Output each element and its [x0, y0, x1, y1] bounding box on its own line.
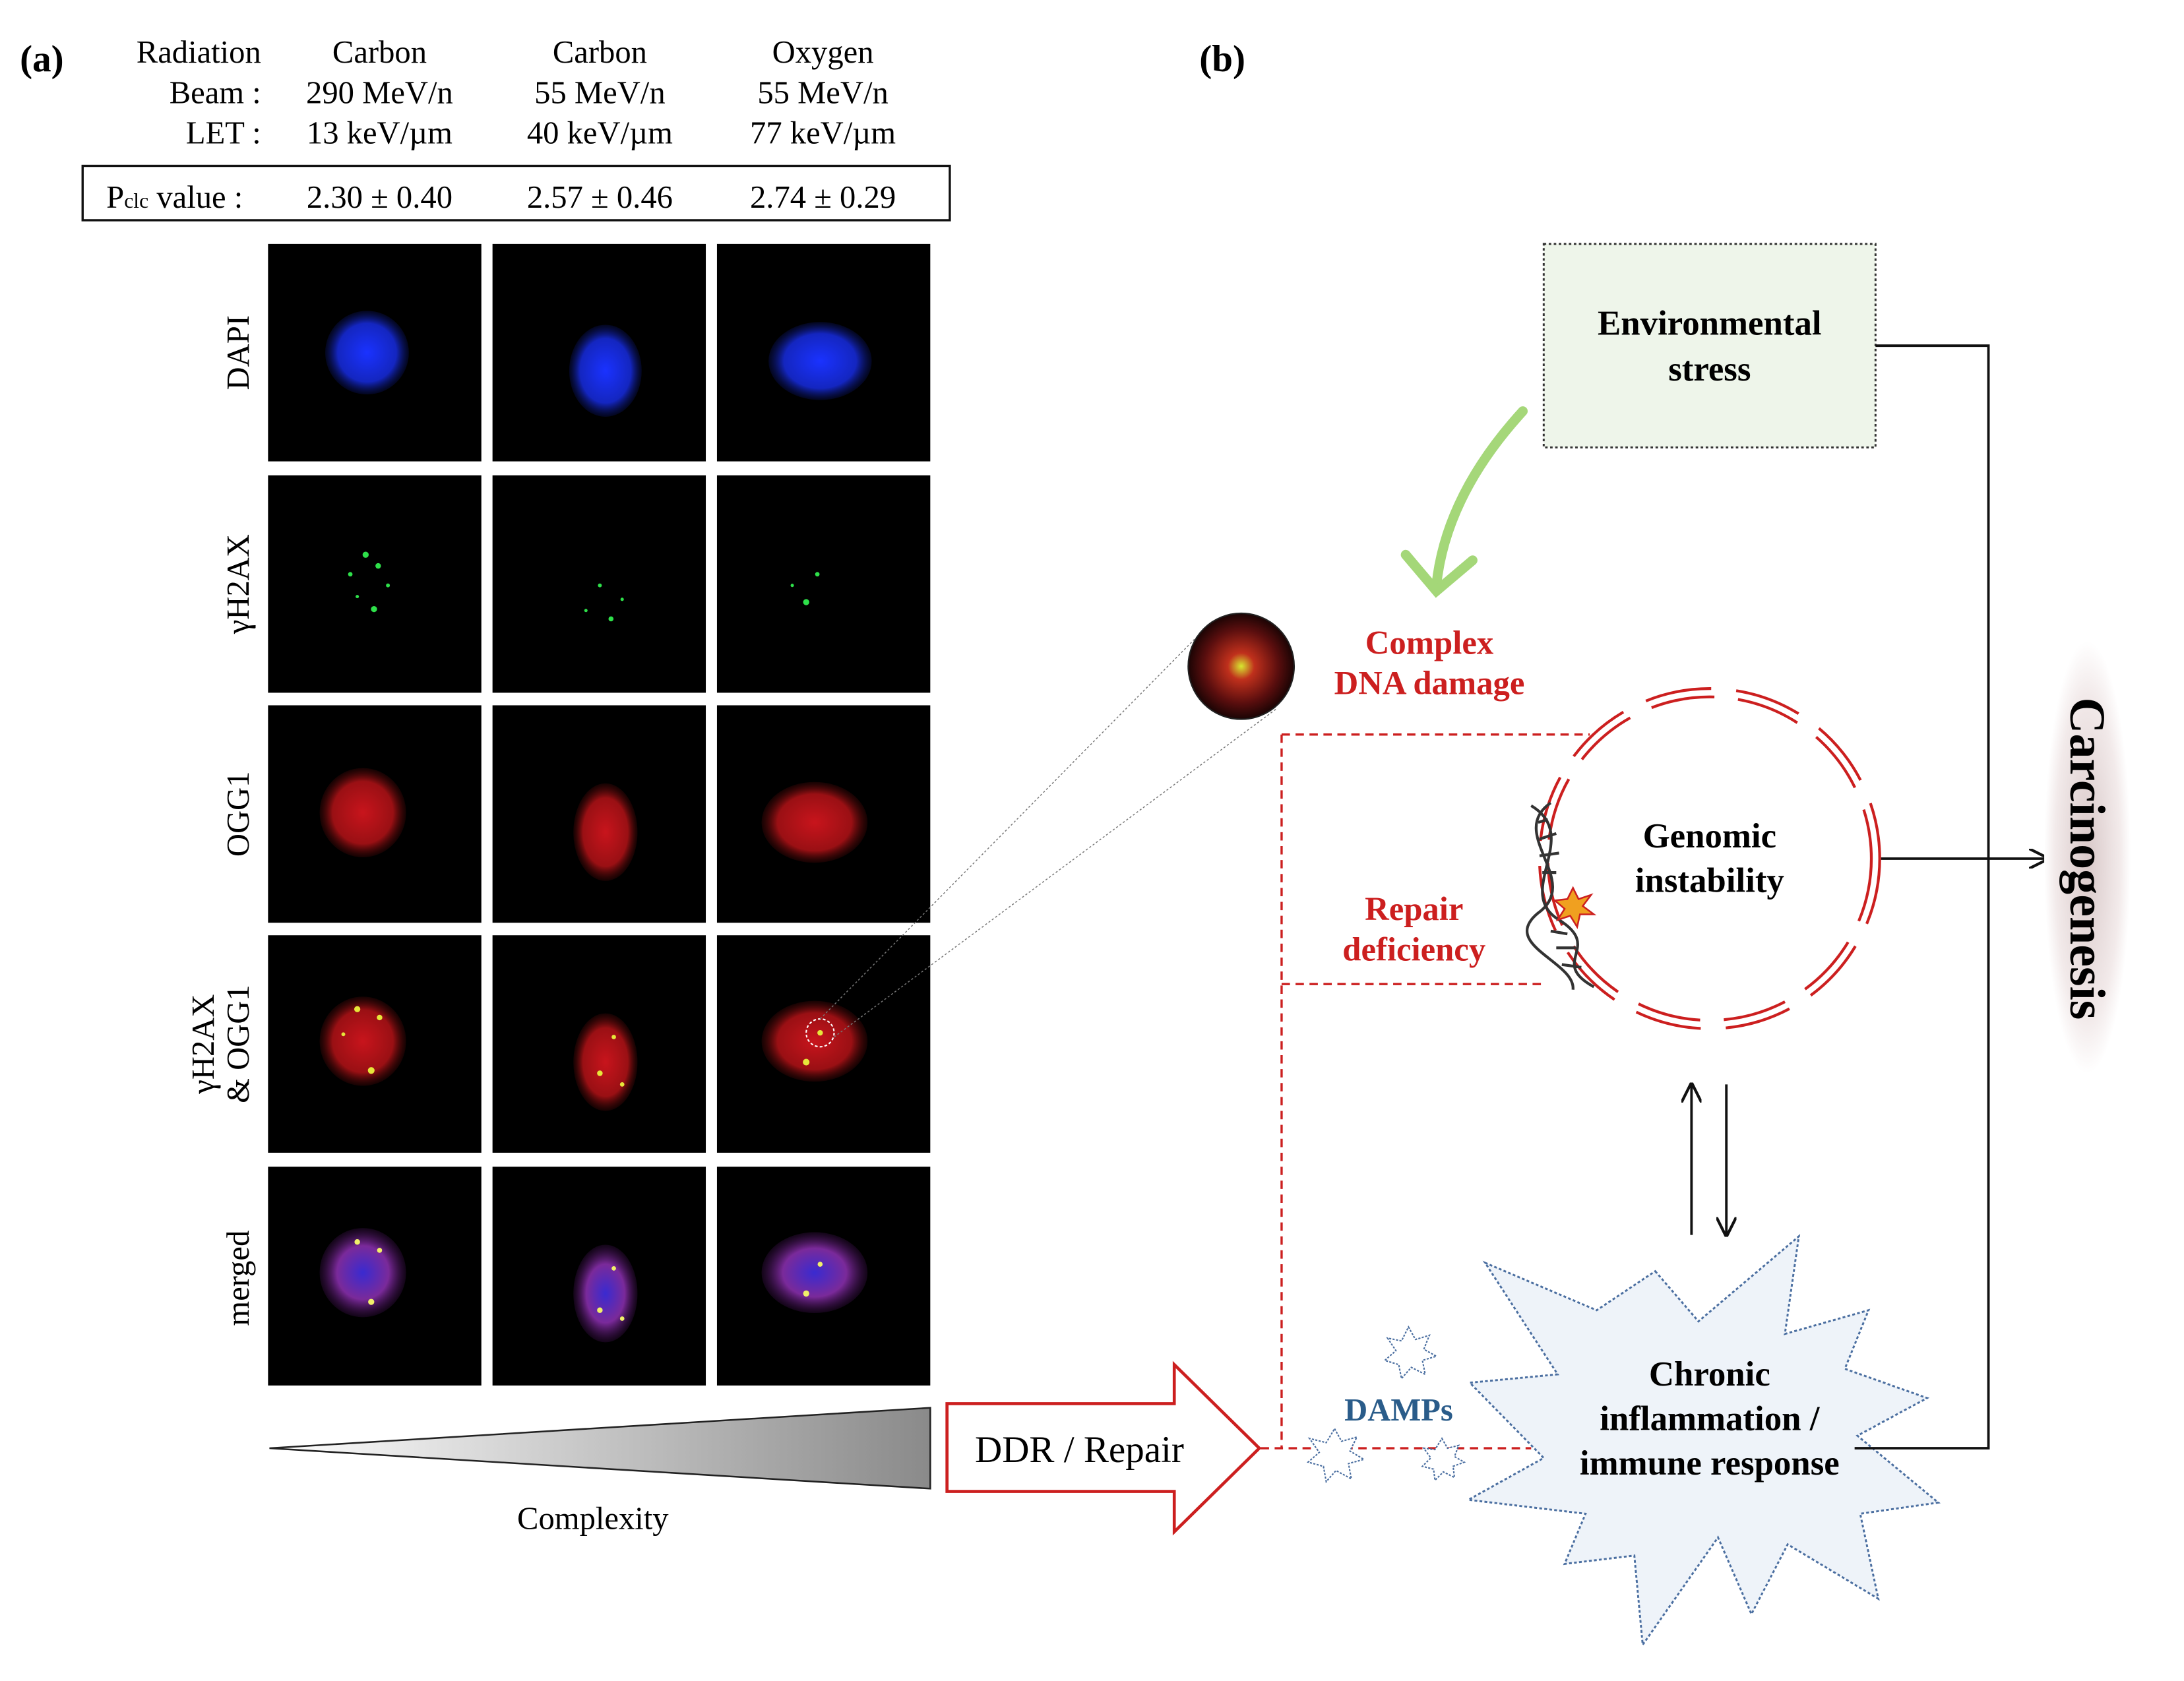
damps-star-icon-2 — [1306, 1427, 1366, 1484]
repair-deficiency-line1: Repair — [1365, 890, 1463, 927]
foci-gh2ax-3 — [790, 572, 820, 605]
beam-row-label: Beam : — [170, 75, 261, 110]
row-label-overlay-line1: γH2AX — [185, 994, 221, 1095]
genomic-instability-circle-inner — [1546, 695, 1873, 1022]
header-row-labels: Radiation Beam : LET : — [137, 34, 261, 151]
damps-star-icon-1 — [1383, 1325, 1439, 1380]
complexity-wedge — [269, 1407, 931, 1490]
microscopy-grid — [268, 243, 931, 1386]
foci-merged-1 — [354, 1238, 383, 1305]
image-gh2ax-1 — [268, 475, 482, 693]
ddr-repair-label: DDR / Repair — [975, 1429, 1184, 1471]
pclc-value-1: 2.30 ± 0.40 — [307, 179, 452, 215]
let-3: 77 keV/µm — [750, 115, 896, 151]
row-label-overlay-line2: & OGG1 — [220, 985, 256, 1103]
foci-gh2ax-1 — [348, 551, 390, 613]
row-label-gh2ax: γH2AX — [220, 534, 256, 634]
ddr-repair-arrow — [945, 1360, 1262, 1536]
row-label-merged: merged — [220, 1231, 256, 1326]
chronic-inflammation-starburst — [1465, 1234, 1941, 1648]
zoomed-focus-image — [1187, 612, 1295, 720]
carcinogenesis-connectors — [1854, 344, 1990, 1450]
environmental-stress-line2: stress — [1668, 350, 1751, 388]
carcinogenesis-label: Carcinogenesis — [2059, 698, 2115, 1020]
foci-overlay-3 — [803, 1029, 823, 1066]
nucleus-dapi-3 — [768, 322, 872, 400]
chronic-line1: Chronic — [1649, 1355, 1770, 1393]
pclc-value-3: 2.74 ± 0.29 — [750, 179, 896, 215]
damps-star-icons — [1306, 1325, 1466, 1484]
zoom-connector-lower — [834, 708, 1278, 1038]
genomic-instability-circle-outer — [1538, 687, 1881, 1030]
radiation-2: Carbon — [553, 34, 647, 70]
pclc-label-sub: clc — [124, 189, 148, 212]
repair-connectors — [1261, 733, 1590, 1450]
pclc-label: Pclc value : — [106, 179, 243, 215]
let-2: 40 keV/µm — [527, 115, 673, 151]
pclc-box — [81, 164, 951, 222]
panel-a-label: (a) — [20, 38, 64, 80]
complexity-label: Complexity — [517, 1501, 669, 1537]
genomic-instability-line2: instability — [1635, 862, 1784, 900]
foci-merged-3 — [803, 1262, 823, 1297]
foci-gh2ax-2 — [584, 583, 624, 622]
beam-2: 55 MeV/n — [534, 75, 665, 110]
damps-star-icon-3 — [1421, 1437, 1466, 1482]
damps-label: DAMPs — [1344, 1392, 1453, 1428]
nucleus-merged-3 — [761, 1232, 868, 1314]
environmental-stress-box — [1542, 243, 1877, 448]
nucleus-ogg1-1 — [319, 768, 406, 857]
nucleus-dapi-2 — [569, 324, 642, 417]
beam-1: 290 MeV/n — [306, 75, 453, 110]
foci-merged-2 — [597, 1266, 625, 1321]
complex-dna-damage-line1: Complex — [1365, 624, 1494, 661]
radiation-row-label: Radiation — [137, 34, 261, 70]
chronic-line2: inflammation / — [1600, 1400, 1820, 1438]
repair-deficiency-line2: deficiency — [1342, 931, 1485, 967]
complex-dna-damage-line2: DNA damage — [1334, 665, 1525, 702]
green-arrow — [1400, 406, 1528, 598]
header-col-3: Oxygen 55 MeV/n 77 keV/µm — [750, 34, 896, 151]
let-1: 13 keV/µm — [307, 115, 452, 151]
nucleus-overlay-3 — [761, 1000, 868, 1082]
nucleus-ogg1-3 — [761, 781, 868, 863]
nucleus-overlay-1 — [319, 996, 406, 1086]
pclc-label-rest: value : — [148, 179, 243, 215]
nucleus-dapi-1 — [325, 311, 409, 395]
row-label-ogg1: OGG1 — [220, 772, 256, 857]
pclc-label-main: P — [106, 179, 124, 215]
foci-overlay-1 — [341, 1006, 383, 1074]
dna-damage-star-icon — [1553, 886, 1597, 929]
radiation-1: Carbon — [332, 34, 427, 70]
let-row-label: LET : — [186, 115, 261, 151]
nucleus-merged-1 — [319, 1228, 406, 1318]
nucleus-merged-2 — [573, 1244, 638, 1343]
nucleus-ogg1-2 — [573, 783, 638, 881]
pclc-value-2: 2.57 ± 0.46 — [527, 179, 673, 215]
carcinogenesis-glow — [2044, 641, 2131, 1074]
header-col-2: Carbon 55 MeV/n 40 keV/µm — [527, 34, 673, 151]
genomic-instability-line1: Genomic — [1643, 817, 1776, 855]
header-col-1: Carbon 290 MeV/n 13 keV/µm — [306, 34, 453, 151]
image-gh2ax-3 — [716, 475, 931, 693]
radiation-3: Oxygen — [772, 34, 874, 70]
chronic-line3: immune response — [1580, 1444, 1840, 1482]
row-label-dapi: DAPI — [220, 315, 256, 390]
environmental-stress-line1: Environmental — [1598, 304, 1822, 342]
foci-overlay-2 — [597, 1035, 625, 1087]
nucleus-overlay-2 — [573, 1013, 638, 1111]
panel-b-label: (b) — [1199, 38, 1245, 80]
beam-3: 55 MeV/n — [757, 75, 888, 110]
